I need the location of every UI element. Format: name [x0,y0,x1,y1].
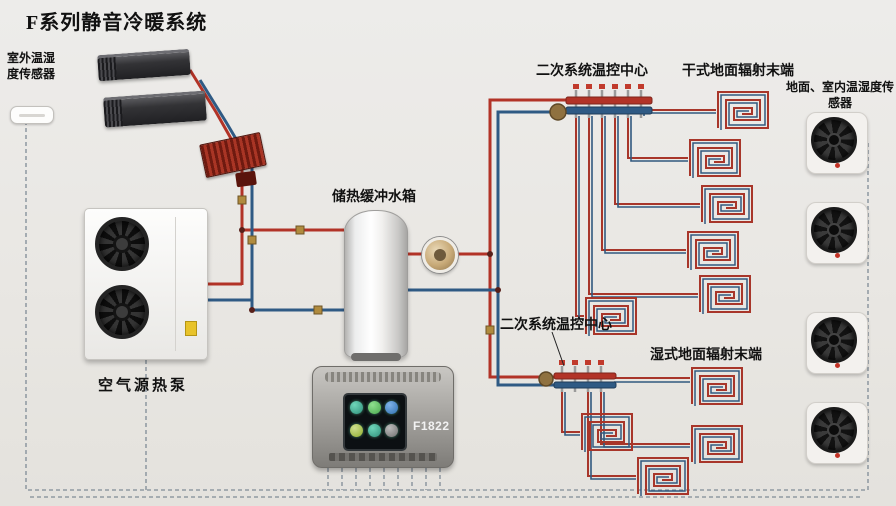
sensor-led [835,453,840,458]
room-sensor-1 [806,112,868,174]
fan-icon [95,285,149,339]
screen-icon [385,401,399,414]
label-pointer-line [551,331,565,367]
page-title: F系列静音冷暖系统 [26,12,208,34]
controller-screen [343,393,407,451]
fan-icon [95,217,149,271]
room-sensor-2 [806,202,868,264]
sensor-cables [25,124,869,498]
sensor-led [835,253,840,258]
screen-icon [385,423,399,437]
buffer-tank-label: 储热缓冲水箱 [332,188,416,204]
pipe-bracket [235,170,257,188]
control-center-mid-label: 二次系统温控中心 [500,316,612,332]
buffer-tank [344,210,408,361]
controller-unit: F1822 [312,366,454,468]
pipe-joints [239,227,501,313]
manifold-mid [538,360,617,392]
panel-seam [175,217,176,351]
room-sensor-4 [806,402,868,464]
screen-icon [350,401,363,414]
sensor-fan-icon [811,407,857,453]
sensor-fan-icon [811,117,857,163]
outdoor-sensor-device [10,106,54,124]
manifold-top [549,84,653,121]
sensor-led [835,363,840,368]
screen-icon [350,423,363,437]
wet-radiant-label: 湿式地面辐射末端 [650,346,762,362]
valves [237,195,495,335]
heat-pump-label: 空气源热泵 [98,377,189,394]
screen-icon [367,423,381,437]
circulation-pump [422,237,458,273]
control-center-top-label: 二次系统温控中心 [536,62,648,78]
warning-sticker [185,321,197,336]
dry-radiant-label: 干式地面辐射末端 [682,62,794,78]
sensor-fan-icon [811,207,857,253]
sensor-fan-icon [811,317,857,363]
outdoor-sensor-label: 室外温湿度传感器 [6,51,55,82]
controller-model-label: F1822 [413,419,450,433]
room-sensor-3 [806,312,868,374]
screen-icon [367,401,381,414]
sensor-led [835,163,840,168]
air-source-heat-pump-unit [84,208,208,360]
indoor-sensors-label: 地面、室内温湿度传感器 [786,80,895,110]
